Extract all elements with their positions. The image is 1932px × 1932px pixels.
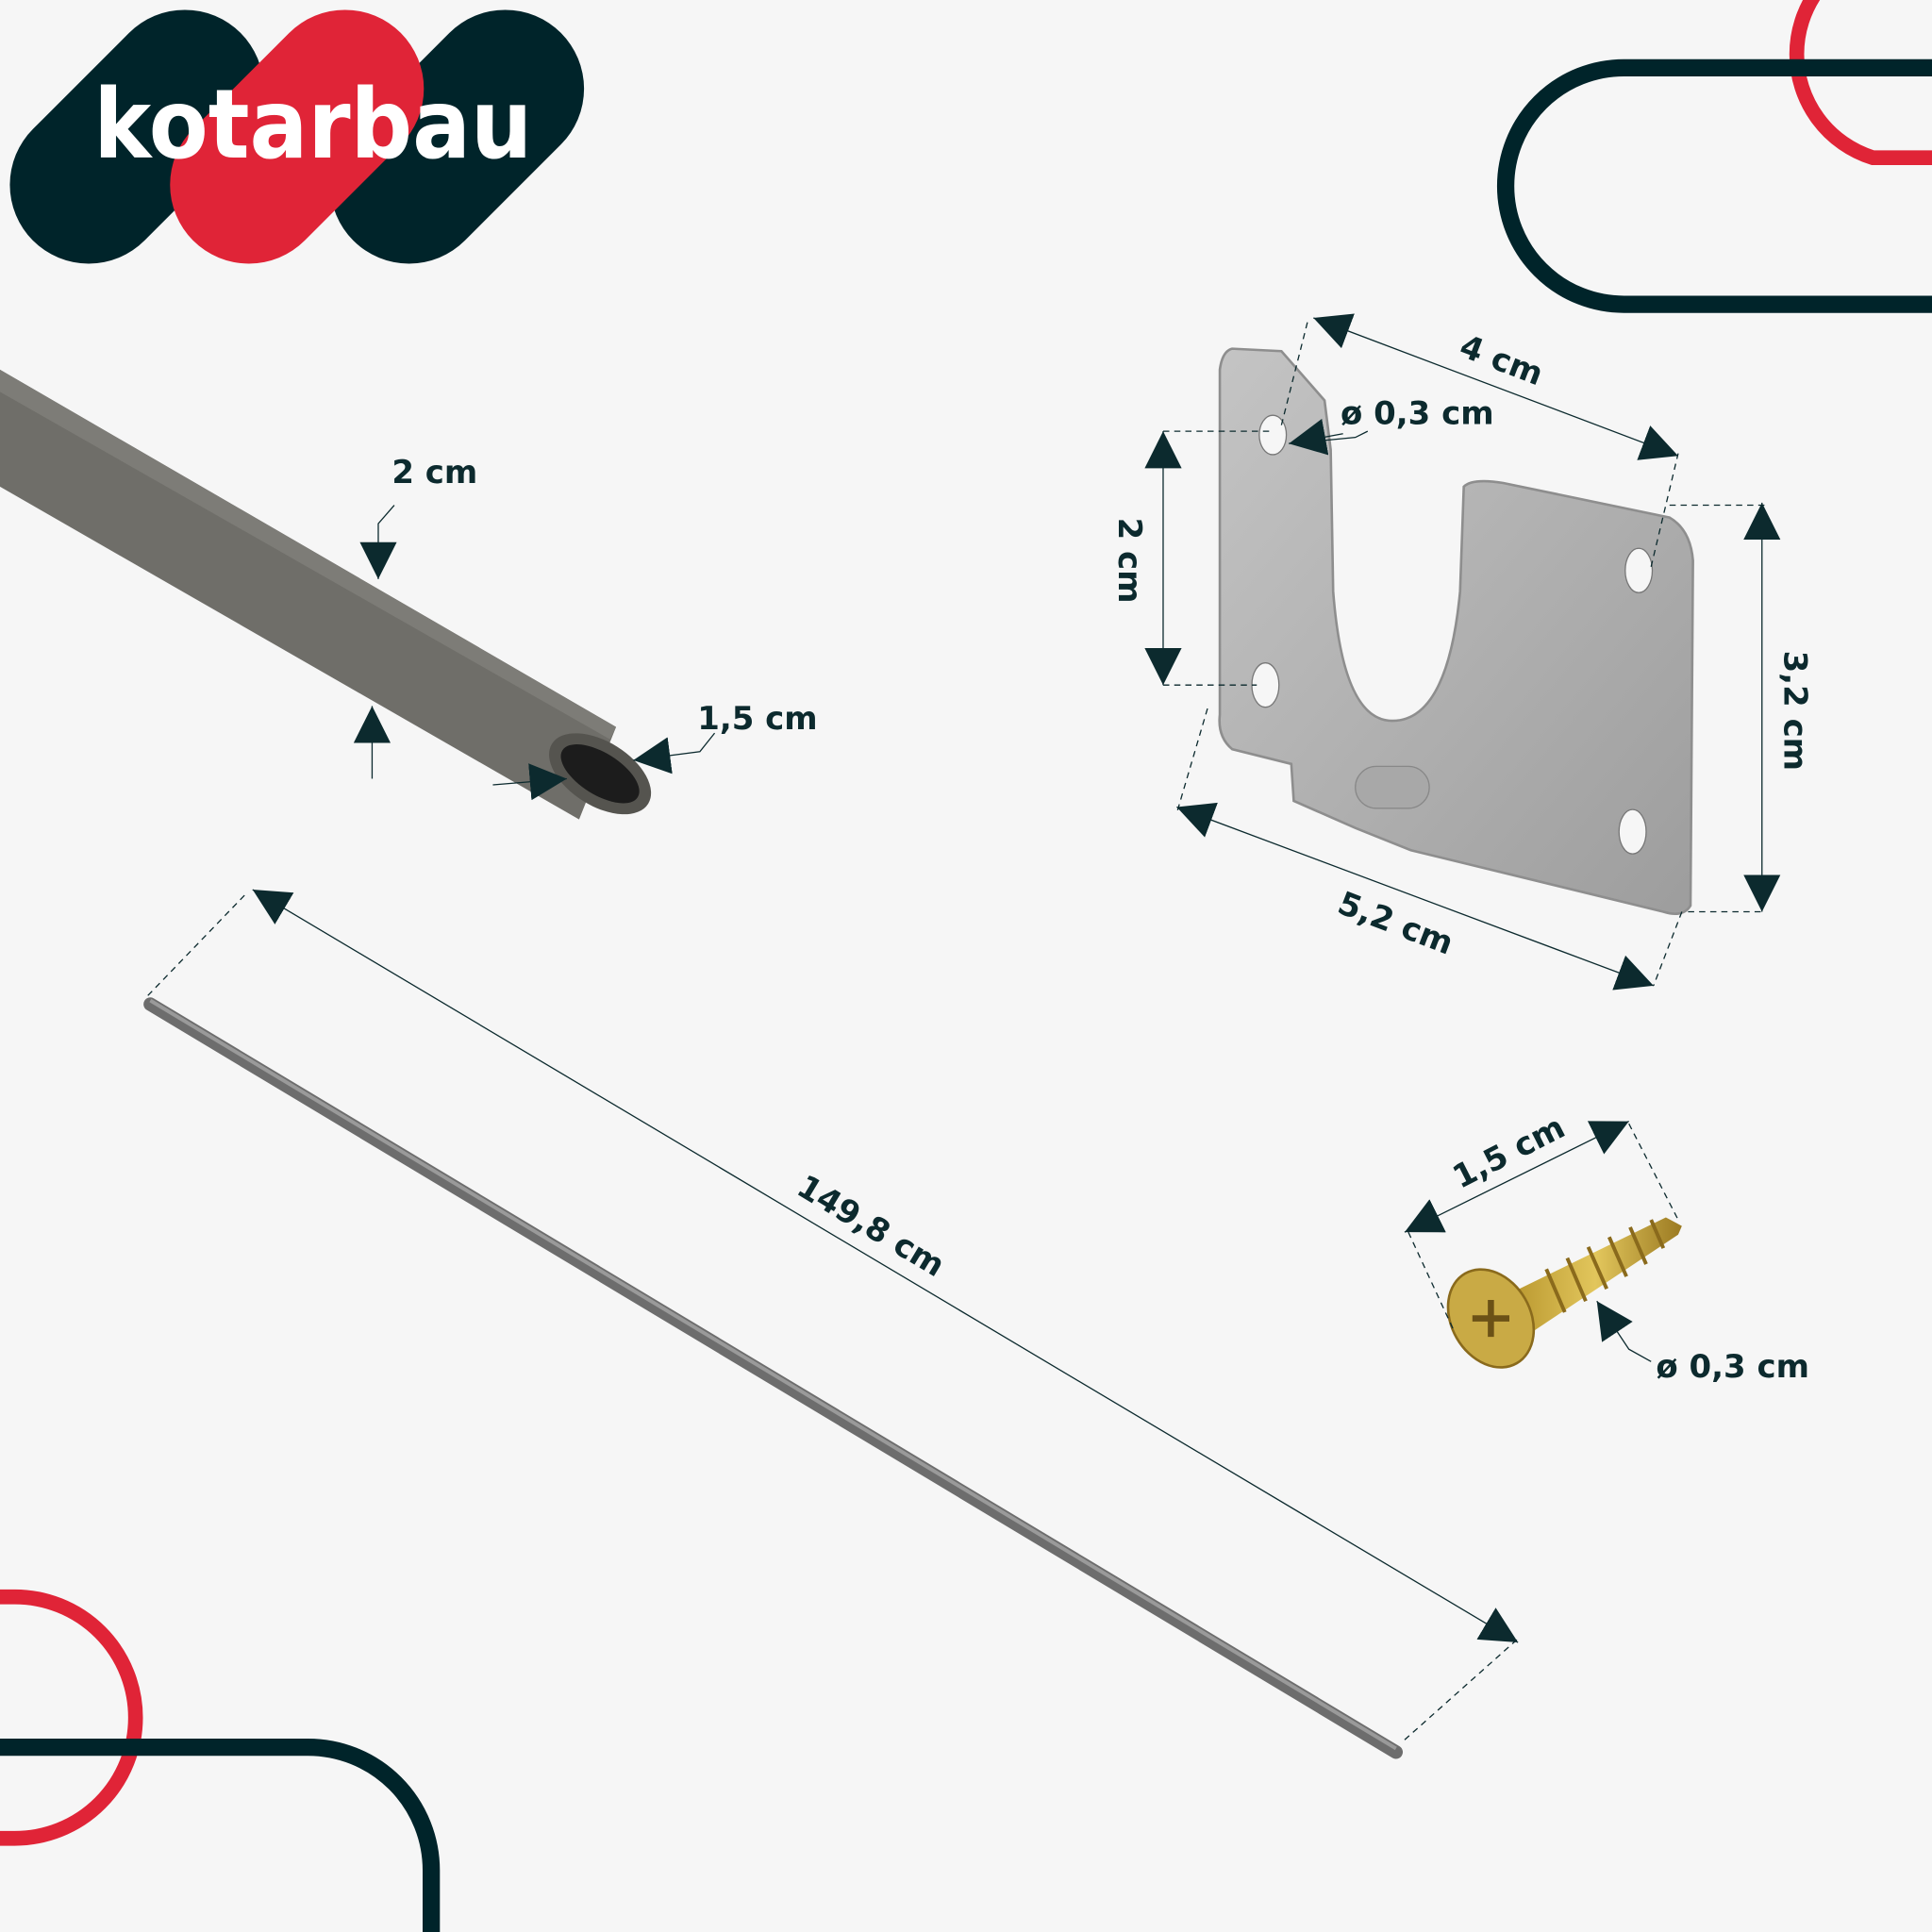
bracket-right-height-label: 3,2 cm [1775, 651, 1813, 771]
tube-height-label: 2 cm [391, 454, 477, 491]
screw-diameter-label: ø 0,3 cm [1656, 1348, 1809, 1386]
rod-length-dimension: 149,8 cm [147, 889, 1519, 1740]
tube-width-label: 1,5 cm [697, 700, 817, 738]
decoration-top-right [1497, 0, 1932, 313]
bracket-hole-label: ø 0,3 cm [1341, 394, 1494, 432]
bracket [1218, 347, 1694, 915]
rod-length-label: 149,8 cm [791, 1168, 951, 1285]
logo-text: kotarbau [93, 69, 532, 181]
decoration-bottom-left [0, 1589, 441, 1932]
tube-width-dimension: 1,5 cm [492, 700, 818, 801]
bracket-bottom-width-label: 5,2 cm [1333, 885, 1458, 963]
tube-height-dimension: 2 cm [353, 454, 477, 779]
screw [1446, 1217, 1682, 1369]
rod [143, 997, 1404, 1759]
screw-length-label: 1,5 cm [1447, 1108, 1572, 1196]
tube-closeup [0, 369, 652, 820]
kotarbau-logo: kotarbau [9, 9, 585, 264]
bracket-left-height-label: 2 cm [1110, 518, 1148, 604]
bracket-top-width-label: 4 cm [1455, 327, 1548, 393]
